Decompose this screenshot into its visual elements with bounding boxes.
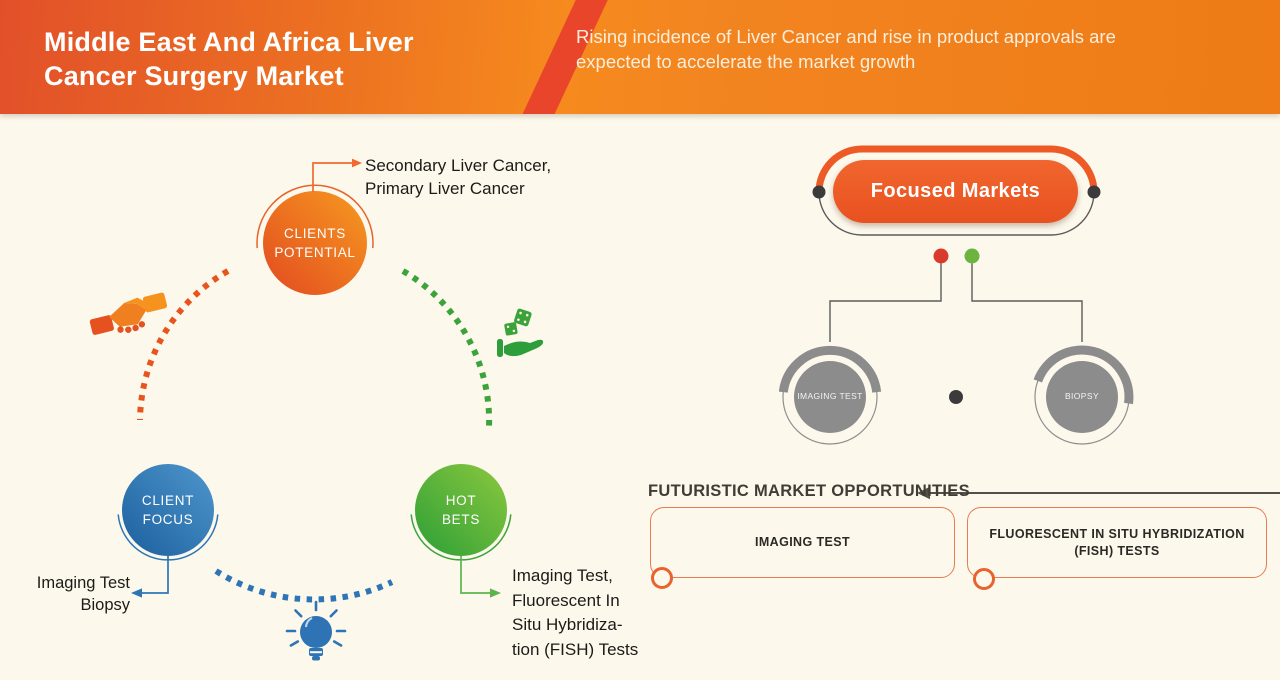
center-dot	[949, 390, 963, 404]
biopsy-node-label: BIOPSY	[1064, 391, 1100, 401]
clients-potential-callout-arrowhead	[352, 158, 362, 168]
label-line: CLIENTS	[284, 226, 346, 241]
dotted-arc-blue	[214, 568, 394, 603]
clients-potential-callout-line	[312, 162, 352, 192]
client-focus-callout-line	[142, 556, 169, 594]
green-dot	[964, 248, 980, 264]
opportunity-box-label: FLUORESCENT IN SITU HYBRIDIZATION (FISH)…	[989, 526, 1244, 560]
page-subtitle: Rising incidence of Liver Cancer and ris…	[576, 24, 1116, 74]
clients-potential-label: CLIENTS POTENTIAL	[255, 224, 375, 262]
client-focus-callout-arrowhead	[131, 588, 142, 598]
clients-potential-annotation: Secondary Liver Cancer, Primary Liver Ca…	[365, 154, 551, 200]
dice-hand-icon	[497, 308, 544, 357]
ring-end-dot-right	[1087, 185, 1101, 199]
label-line: BETS	[441, 512, 481, 527]
hot-bets-callout-line	[460, 556, 490, 594]
hot-bets-annotation: Imaging Test, Fluorescent In Situ Hybrid…	[512, 564, 657, 662]
page-title-line: Middle East And Africa Liver	[44, 27, 414, 57]
imaging-test-node-label: IMAGING TEST	[797, 391, 863, 401]
client-focus-bubble	[117, 464, 219, 598]
box-label-line: FLUORESCENT IN SITU HYBRIDIZATION	[989, 526, 1245, 541]
annotation-line: Situ Hybridiza-	[512, 615, 623, 634]
hot-bets-callout-arrowhead	[490, 588, 501, 598]
label-line: POTENTIAL	[274, 245, 356, 260]
annotation-line: Imaging Test	[36, 574, 130, 592]
hot-bets-label: HOT BETS	[411, 491, 511, 529]
annotation-line: Imaging Test,	[512, 566, 613, 585]
label-line: CLIENT	[141, 493, 195, 508]
ring-end-dot-left	[812, 185, 826, 199]
connector-imaging-test	[829, 263, 942, 342]
hot-bets-bubble	[410, 464, 512, 598]
label-line: HOT	[445, 493, 477, 508]
page-title: Middle East And Africa Liver Cancer Surg…	[44, 25, 414, 93]
box-corner-circle	[651, 567, 673, 589]
focused-markets-ring	[812, 145, 1101, 236]
annotation-line: Biopsy	[80, 596, 130, 614]
dotted-arc-orange	[137, 268, 230, 421]
banner: Middle East And Africa Liver Cancer Surg…	[0, 0, 1280, 114]
opportunity-box-label: IMAGING TEST	[755, 534, 850, 551]
dotted-arc-green	[401, 268, 493, 429]
opportunity-box-imaging-test: IMAGING TEST	[650, 507, 955, 578]
clients-potential-bubble	[256, 158, 374, 295]
page-subtitle-line: Rising incidence of Liver Cancer and ris…	[576, 26, 1116, 47]
box-label-line: IMAGING TEST	[754, 535, 851, 549]
client-focus-annotation: Imaging Test Biopsy	[18, 572, 130, 616]
lightbulb-icon	[285, 600, 347, 661]
box-corner-circle	[973, 568, 995, 590]
focused-markets-label: Focused Markets	[870, 180, 1041, 202]
red-dot	[933, 248, 949, 264]
annotation-line: Primary Liver Cancer	[365, 179, 525, 198]
biopsy-node	[1033, 345, 1134, 445]
label-line: FOCUS	[142, 512, 194, 527]
annotation-line: Fluorescent In	[512, 590, 620, 610]
opportunity-box-fish-tests: FLUORESCENT IN SITU HYBRIDIZATION (FISH)…	[967, 507, 1267, 578]
handshake-icon	[89, 292, 168, 335]
opportunities-arrow	[917, 486, 1280, 500]
focused-markets-pill: Focused Markets	[833, 160, 1078, 223]
box-label-line: (FISH) TESTS	[1074, 543, 1160, 558]
page-subtitle-line: expected to accelerate the market growth	[576, 51, 916, 72]
page-title-line: Cancer Surgery Market	[44, 61, 344, 91]
imaging-test-node	[778, 345, 882, 445]
client-focus-label: CLIENT FOCUS	[118, 491, 218, 529]
opportunities-heading: FUTURISTIC MARKET OPPORTUNITIES	[648, 482, 970, 500]
annotation-line: Secondary Liver Cancer,	[365, 156, 552, 175]
annotation-line: tion (FISH) Tests	[512, 639, 639, 659]
connector-biopsy	[971, 263, 1083, 342]
